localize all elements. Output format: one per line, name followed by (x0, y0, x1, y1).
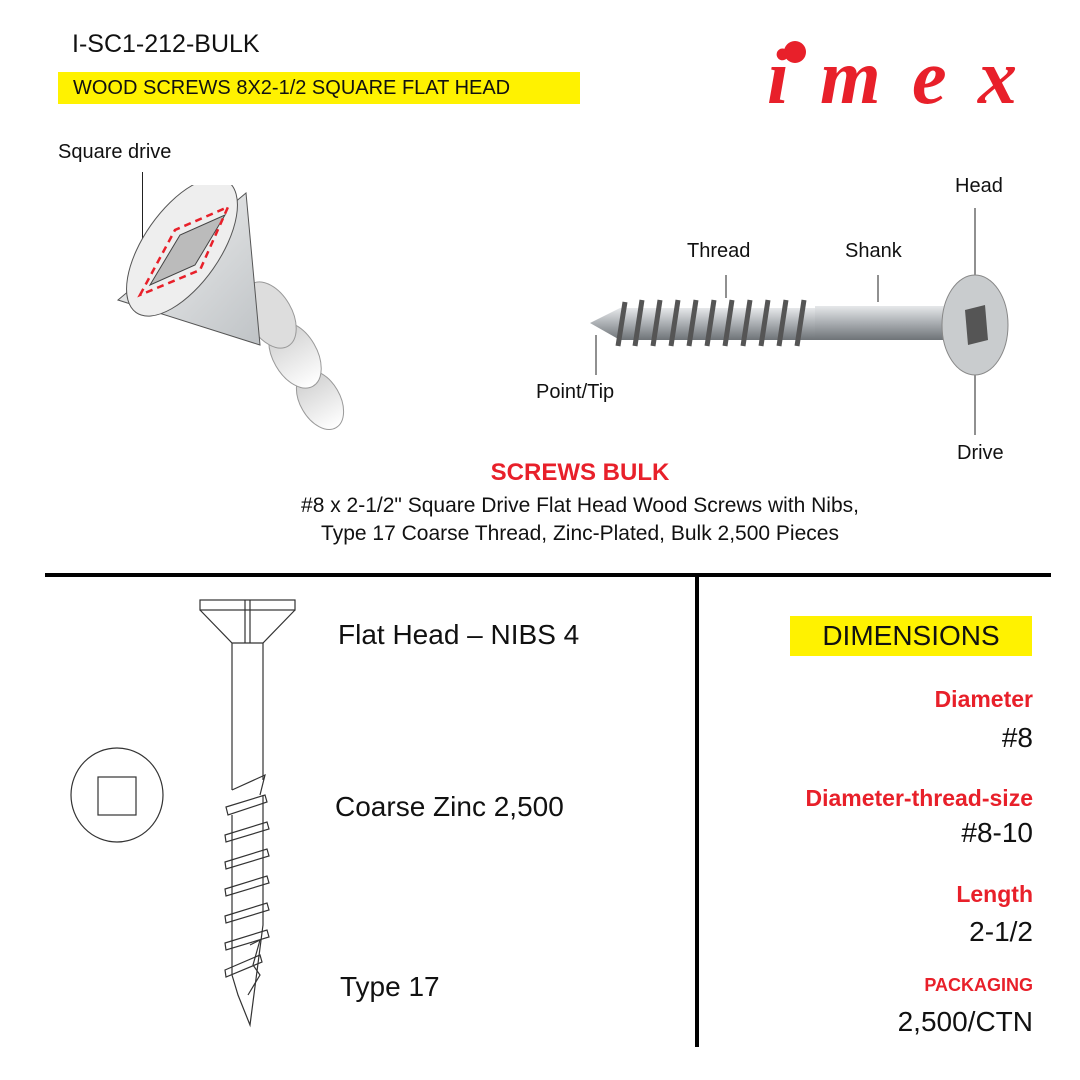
product-subtitle: WOOD SCREWS 8X2-1/2 SQUARE FLAT HEAD (58, 72, 580, 104)
product-description-line2: Type 17 Coarse Thread, Zinc-Plated, Bulk… (321, 522, 839, 545)
label-head: Head (955, 175, 1003, 197)
dimension-label-thread-size: Diameter-thread-size (805, 785, 1033, 811)
dimension-label-diameter: Diameter (934, 686, 1033, 712)
section-divider (45, 573, 1051, 577)
feature-flat-head: Flat Head – NIBS 4 (338, 619, 580, 650)
dimension-value-diameter: #8 (1001, 722, 1033, 753)
product-sku: I-SC1-212-BULK (72, 30, 260, 58)
label-shank: Shank (845, 240, 902, 262)
screw-photo-illustration (590, 208, 1009, 435)
label-drive: Drive (957, 442, 1004, 464)
dimension-value-thread-size: #8-10 (961, 817, 1033, 848)
leader-line (142, 172, 143, 248)
dimension-label-length: Length (956, 881, 1033, 907)
dimension-value-packaging: 2,500/CTN (897, 1006, 1033, 1037)
svg-text:imex: imex (767, 35, 1017, 110)
dimensions-title: DIMENSIONS (790, 616, 1032, 656)
label-square-drive: Square drive (58, 141, 172, 163)
product-description-line1: #8 x 2-1/2" Square Drive Flat Head Wood … (301, 494, 859, 517)
screw-line-drawing (70, 599, 296, 1028)
square-drive-screw-illustration (116, 185, 345, 430)
imex-logo: imex (767, 35, 1017, 110)
label-point-tip: Point/Tip (536, 381, 615, 403)
product-heading: SCREWS BULK (490, 459, 670, 486)
label-thread: Thread (687, 240, 751, 262)
feature-type: Type 17 (340, 971, 440, 1002)
feature-coarse-zinc: Coarse Zinc 2,500 (335, 791, 564, 822)
column-divider (695, 575, 699, 1047)
dimension-label-packaging: PACKAGING (924, 975, 1033, 995)
dimension-value-length: 2-1/2 (969, 916, 1033, 947)
